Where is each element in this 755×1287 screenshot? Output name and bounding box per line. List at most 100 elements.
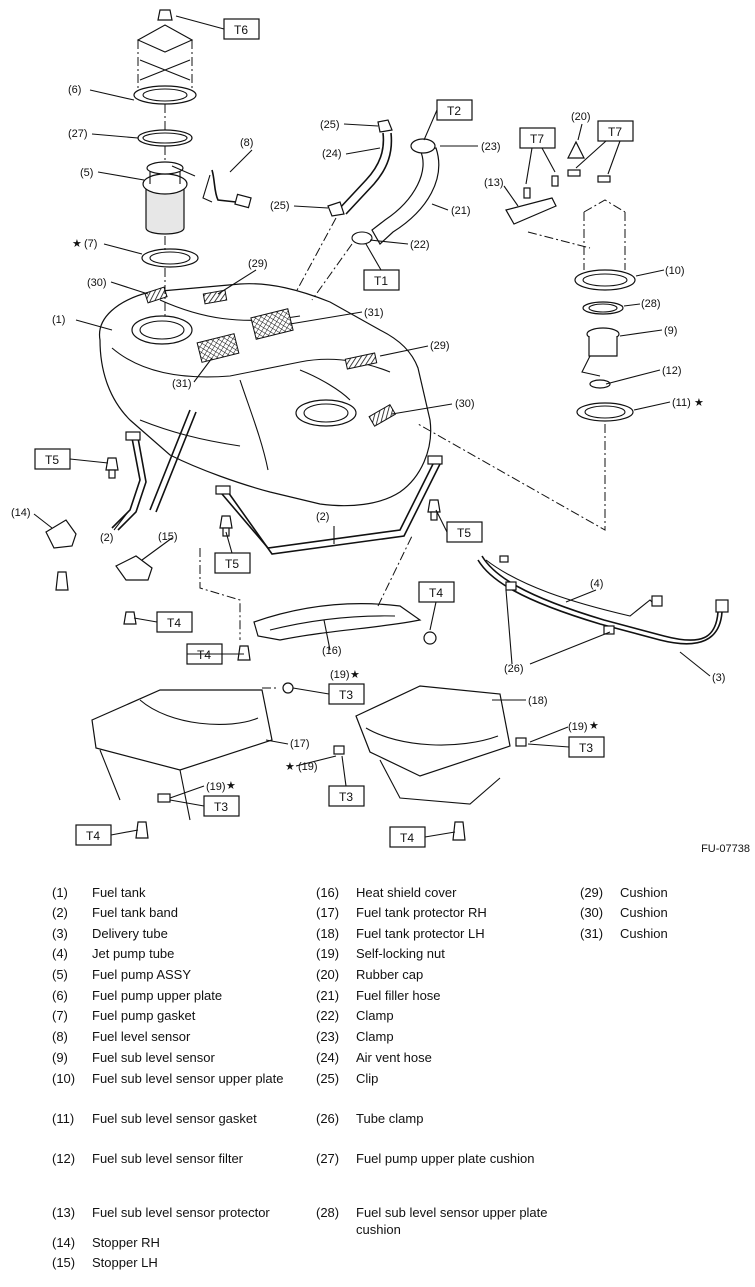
svg-text:(8): (8) — [240, 137, 253, 149]
svg-text:(27): (27) — [68, 128, 88, 140]
torque-box-t5-left: T5 — [34, 448, 71, 470]
svg-text:★: ★ — [694, 397, 704, 409]
legend-number: (2) — [52, 905, 68, 920]
legend-text: Fuel tank band — [92, 905, 179, 920]
legend-text: Air vent hose — [356, 1050, 432, 1065]
fuel-sub-level-sensor-upper-plate-cushion — [582, 301, 624, 315]
jet-pump-tube — [485, 555, 663, 635]
svg-text:★: ★ — [285, 761, 295, 773]
legend-text: Fuel sub level sensor — [92, 1050, 215, 1065]
stopper-lh — [115, 555, 153, 581]
svg-text:T1: T1 — [374, 274, 388, 288]
legend-number: (4) — [52, 946, 68, 961]
legend-text: Cushion — [620, 905, 668, 920]
svg-text:(30): (30) — [87, 277, 107, 289]
legend-number: (18) — [316, 926, 340, 941]
air-vent-hose — [327, 119, 393, 217]
legend-number: (29) — [580, 885, 604, 900]
svg-text:(24): (24) — [322, 148, 342, 160]
legend-text: Rubber cap — [356, 967, 424, 982]
svg-text:(18): (18) — [528, 695, 548, 707]
legend-text: Fuel level sensor — [92, 1029, 191, 1044]
heat-shield-cover — [199, 535, 422, 641]
legend-text: Clip — [356, 1071, 379, 1086]
legend-text: Fuel sub level sensor gasket — [92, 1111, 257, 1126]
svg-text:(30): (30) — [455, 398, 475, 410]
svg-text:(16): (16) — [322, 645, 342, 657]
legend-number: (25) — [316, 1071, 340, 1086]
legend-text: Stopper LH — [92, 1255, 158, 1270]
fuel-sub-level-sensor-filter — [589, 379, 611, 389]
legend-number: (11) — [52, 1111, 75, 1126]
svg-text:(19): (19) — [206, 781, 226, 793]
svg-text:(14): (14) — [11, 507, 31, 519]
svg-text:T3: T3 — [214, 800, 228, 814]
svg-text:T7: T7 — [530, 132, 544, 146]
legend-text: Jet pump tube — [92, 946, 175, 961]
legend-number: (19) — [316, 946, 340, 961]
torque-box-t5-center: T5 — [214, 552, 251, 574]
torque-box-t4-bottom-right: T4 — [389, 826, 426, 848]
legend-number: (20) — [316, 967, 340, 982]
fuel-sub-level-sensor-upper-plate — [574, 199, 636, 291]
svg-text:T2: T2 — [447, 104, 461, 118]
legend-text: Fuel sub level sensor upper plate cushio… — [356, 1205, 548, 1237]
legend-number: (31) — [580, 926, 604, 941]
svg-text:(25): (25) — [320, 119, 340, 131]
legend-text: Fuel tank protector RH — [356, 905, 487, 920]
svg-text:(15): (15) — [158, 531, 178, 543]
legend-number: (3) — [52, 926, 68, 941]
svg-text:T3: T3 — [339, 790, 353, 804]
fuel-tank-protector-rh — [91, 689, 273, 821]
legend-text: Stopper RH — [92, 1235, 160, 1250]
legend-text: Fuel sub level sensor protector — [92, 1205, 270, 1220]
fuel-tank-protector-lh — [333, 685, 527, 805]
legend-number: (23) — [316, 1029, 340, 1044]
exploded-view-diagram: T6 T2 T7 T7 T1 T5 T5 T5 T4 T4 T4 T3 — [11, 9, 750, 855]
svg-text:T4: T4 — [429, 586, 443, 600]
svg-text:(25): (25) — [270, 200, 290, 212]
torque-box-t5-right: T5 — [446, 521, 483, 543]
svg-text:(3): (3) — [712, 672, 725, 684]
fuel-pump-assy — [142, 161, 196, 235]
fuel-pump-upper-plate — [133, 9, 197, 105]
svg-text:(9): (9) — [664, 325, 677, 337]
bolts — [55, 457, 466, 841]
legend-text: Delivery tube — [92, 926, 168, 941]
torque-box-t3-right: T3 — [568, 736, 605, 758]
legend-number: (10) — [52, 1071, 76, 1086]
legend-number: (24) — [316, 1050, 340, 1065]
legend-text: Fuel pump ASSY — [92, 967, 191, 982]
torque-box-t3-top: T3 — [328, 683, 365, 705]
torque-box-t4-mid-left: T4 — [156, 611, 193, 633]
legend-number: (14) — [52, 1235, 76, 1250]
legend-number: (17) — [316, 905, 340, 920]
figure-code: FU-07738 — [701, 843, 750, 855]
svg-text:(12): (12) — [662, 365, 682, 377]
legend-text: Fuel pump upper plate cushion — [356, 1151, 535, 1166]
svg-text:(28): (28) — [641, 298, 661, 310]
svg-text:(19): (19) — [568, 721, 588, 733]
torque-box-t3-left: T3 — [203, 795, 240, 817]
svg-text:(10): (10) — [665, 265, 685, 277]
torque-box-t7-left: T7 — [519, 127, 556, 149]
svg-text:T5: T5 — [45, 453, 59, 467]
svg-text:★: ★ — [589, 720, 599, 732]
svg-text:T5: T5 — [457, 526, 471, 540]
legend-number: (26) — [316, 1111, 340, 1126]
svg-text:T4: T4 — [400, 831, 414, 845]
svg-text:(31): (31) — [364, 307, 384, 319]
legend-text: Fuel tank protector LH — [356, 926, 485, 941]
svg-text:(23): (23) — [481, 141, 501, 153]
svg-text:★: ★ — [350, 669, 360, 681]
svg-text:(17): (17) — [290, 738, 310, 750]
fuel-level-sensor — [202, 169, 252, 209]
legend-number: (21) — [316, 988, 340, 1003]
self-locking-nut — [282, 631, 437, 694]
svg-text:(26): (26) — [504, 663, 524, 675]
svg-text:T7: T7 — [608, 125, 622, 139]
svg-text:(4): (4) — [590, 578, 603, 590]
svg-text:(2): (2) — [100, 532, 113, 544]
legend-number: (7) — [52, 1008, 68, 1023]
legend-number: (16) — [316, 885, 340, 900]
